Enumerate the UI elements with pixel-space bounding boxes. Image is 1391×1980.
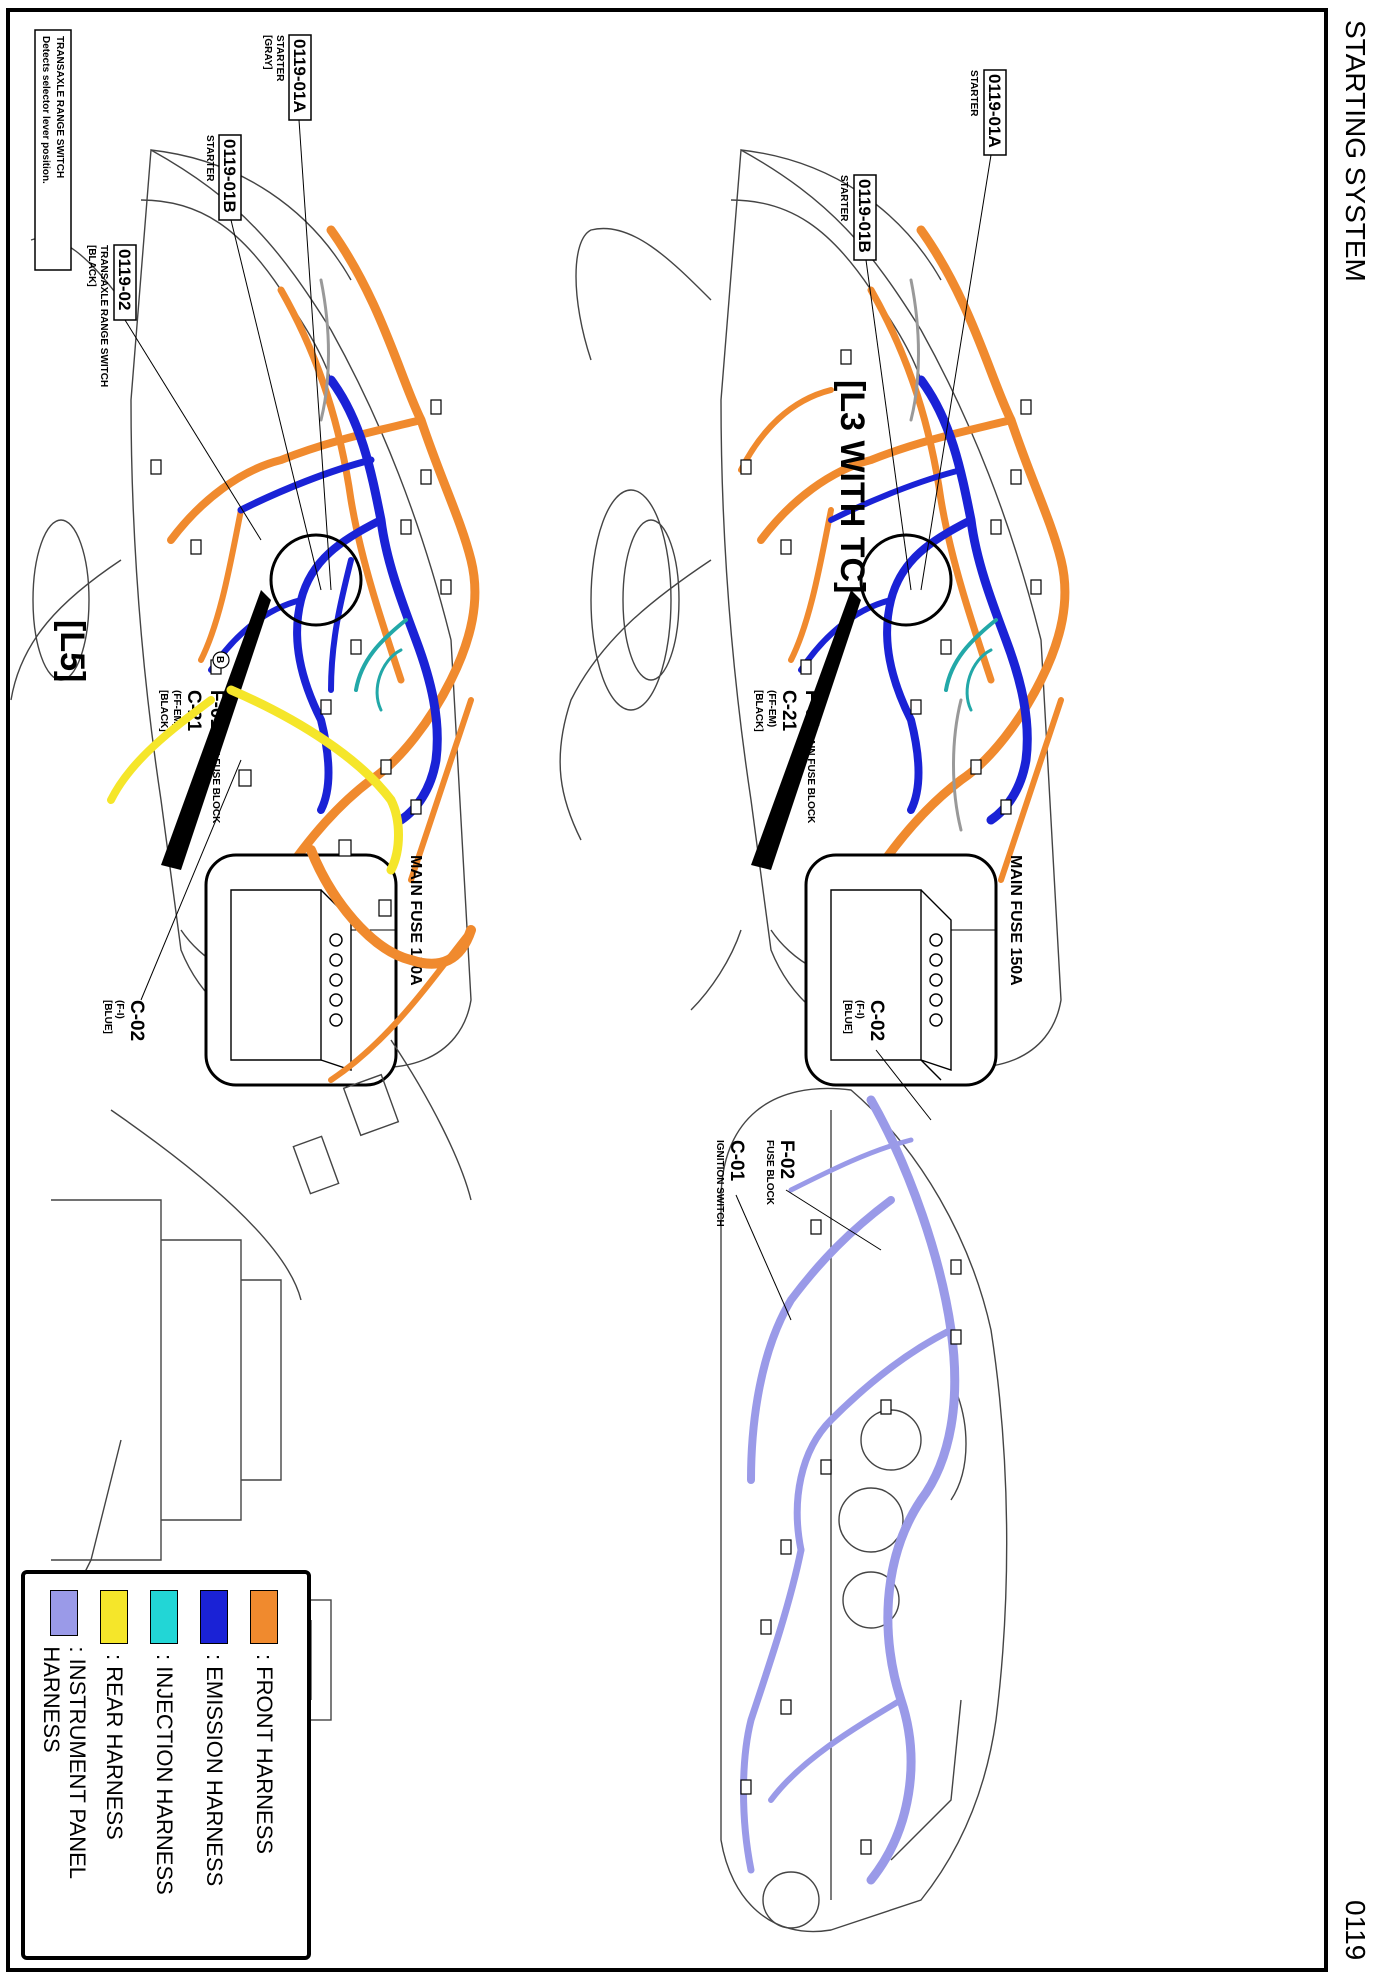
fuse-block-conn-sub-l5: (FF-EM): [171, 690, 182, 727]
legend-item: : REAR HARNESS: [89, 1590, 139, 1940]
header-title: STARTING SYSTEM: [1340, 20, 1371, 282]
view-title-l5: [L5]: [53, 620, 91, 682]
dash-callout-c02: C-02 (F-I) [BLUE]: [842, 1000, 932, 1121]
callout-starter-a-l3: 0119-01A STARTER: [920, 69, 1007, 591]
engine-bay-view-l3: [559, 148, 1070, 1069]
trs-caption-l5: TRANSAXLE RANGE SWITCH: [98, 245, 109, 387]
starter-a-caption-l3: STARTER: [968, 70, 979, 117]
legend-label: : INJECTION HARNESS: [152, 1654, 177, 1895]
zoom-circle-l3: [859, 533, 953, 627]
fuse-block-color-l5: [BLACK]: [158, 690, 169, 732]
dash-f02-caption: FUSE BLOCK: [764, 1140, 775, 1206]
car-body-outline-l3: [559, 148, 1062, 1069]
callout-starter-b-l5: 0119-01B STARTER: [204, 134, 322, 591]
rear-c02-sub: (F-I): [114, 1000, 125, 1019]
legend-list: : FRONT HARNESS : EMISSION HARNESS : INJEC…: [39, 1590, 289, 1940]
legend-swatch: [150, 1590, 178, 1644]
harness-bundles-l3: [738, 225, 1070, 885]
callout-starter-b-l3: 0119-01B STARTER: [838, 174, 912, 591]
starter-a-color-l5: [GRAY]: [262, 35, 273, 70]
trs-color-l5: [BLACK]: [86, 245, 97, 287]
dash-c02-color: [BLUE]: [842, 1000, 853, 1034]
legend-label: : REAR HARNESS: [102, 1654, 127, 1840]
main-fuse-inset-l3: MAIN FUSE 150A: [804, 853, 1024, 1087]
main-fuse-inset-l5: MAIN FUSE 150A: [204, 853, 424, 1087]
marker-b-label: B: [214, 656, 225, 663]
fuse-block-caption-l3: MAIN FUSE BLOCK: [805, 730, 816, 824]
starter-b-code-l3: 0119-01B: [855, 179, 874, 253]
zoom-circle-l5: [269, 533, 363, 627]
page-frame: [6, 8, 1328, 1972]
trs-note-l5: TRANSAXLE RANGE SWITCH Detects selector …: [34, 29, 72, 271]
starter-b-code-l5: 0119-01B: [220, 139, 239, 213]
main-fuse-label-l3: MAIN FUSE 150A: [1007, 855, 1024, 986]
legend-swatch: [250, 1590, 278, 1644]
trs-code-l5: 0119-02: [115, 249, 134, 310]
starter-b-caption-l3: STARTER: [838, 175, 849, 222]
legend-swatch: [100, 1590, 128, 1644]
dash-outline: [720, 1087, 1008, 1933]
dash-c01-code: C-01: [726, 1140, 747, 1182]
legend-item: : EMISSION HARNESS: [189, 1590, 239, 1940]
legend-item: : INJECTION HARNESS: [139, 1590, 189, 1940]
instrument-panel-view: [720, 1087, 1008, 1933]
fuse-block-conn-l3: C-21: [778, 690, 799, 732]
instrument-panel-harness: [740, 1095, 960, 1885]
trs-note-title: TRANSAXLE RANGE SWITCH: [54, 36, 65, 178]
zoom-pointer-l3: [751, 590, 861, 870]
dash-connectors: [740, 1219, 962, 1855]
trs-note-text: Detects selector lever position.: [40, 36, 51, 184]
legend-box: : FRONT HARNESS : EMISSION HARNESS : INJEC…: [21, 1570, 311, 1960]
dash-callout-f02: F-02 FUSE BLOCK: [764, 1140, 882, 1251]
legend-item: : INSTRUMENT PANEL HARNESS: [39, 1590, 90, 1940]
starter-a-code-l3: 0119-01A: [985, 74, 1004, 148]
legend-label: : EMISSION HARNESS: [202, 1654, 227, 1887]
view-title-l3: [L3 WITH TC]: [833, 380, 871, 593]
fuse-block-code-l3: F-01: [801, 690, 822, 730]
dash-f02-code: F-02: [776, 1140, 797, 1179]
callout-starter-a-l5: 0119-01A STARTER [GRAY]: [262, 34, 332, 591]
starter-a-code-l5: 0119-01A: [290, 39, 309, 113]
callout-trs-l5: 0119-02 TRANSAXLE RANGE SWITCH [BLACK]: [86, 244, 262, 541]
dash-c02-code: C-02: [866, 1000, 887, 1041]
harness-bundles-l5: [167, 225, 480, 885]
car-body-outline-l5: [10, 148, 472, 1069]
dash-c01-caption: IGNITION SWITCH: [714, 1140, 725, 1227]
starter-a-caption-l5: STARTER: [274, 35, 285, 82]
fuse-block-callout-l3: F-01 MAIN FUSE BLOCK C-21 (FF-EM) [BLACK…: [753, 690, 822, 824]
rear-callout-c02: C-02 (F-I) [BLUE]: [102, 759, 242, 1041]
legend-swatch: [200, 1590, 228, 1644]
dash-callout-c01: C-01 IGNITION SWITCH: [714, 1140, 792, 1321]
header-page-number: 0119: [1340, 1900, 1371, 1960]
fuse-block-color-l3: [BLACK]: [753, 690, 764, 732]
legend-swatch: [50, 1590, 78, 1637]
legend-item: : FRONT HARNESS: [239, 1590, 289, 1940]
fuse-block-conn-sub-l3: (FF-EM): [766, 690, 777, 727]
console-outline: [50, 1039, 472, 1721]
starter-b-caption-l5: STARTER: [204, 135, 215, 182]
dash-c02-sub: (F-I): [854, 1000, 865, 1019]
engine-bay-view-l5: [10, 148, 480, 1069]
main-fuse-label-l5: MAIN FUSE 150A: [407, 855, 424, 986]
rear-c02-color: [BLUE]: [102, 1000, 113, 1034]
marker-b-circle: [212, 651, 230, 669]
rear-c02-code: C-02: [126, 1000, 147, 1041]
fuse-block-caption-l5: MAIN FUSE BLOCK: [210, 730, 221, 824]
legend-label: : INSTRUMENT PANEL HARNESS: [39, 1646, 90, 1879]
legend-label: : FRONT HARNESS: [252, 1654, 277, 1855]
fuse-block-code-l5: F-01: [206, 690, 227, 730]
zoom-pointer-l5: [161, 590, 271, 870]
